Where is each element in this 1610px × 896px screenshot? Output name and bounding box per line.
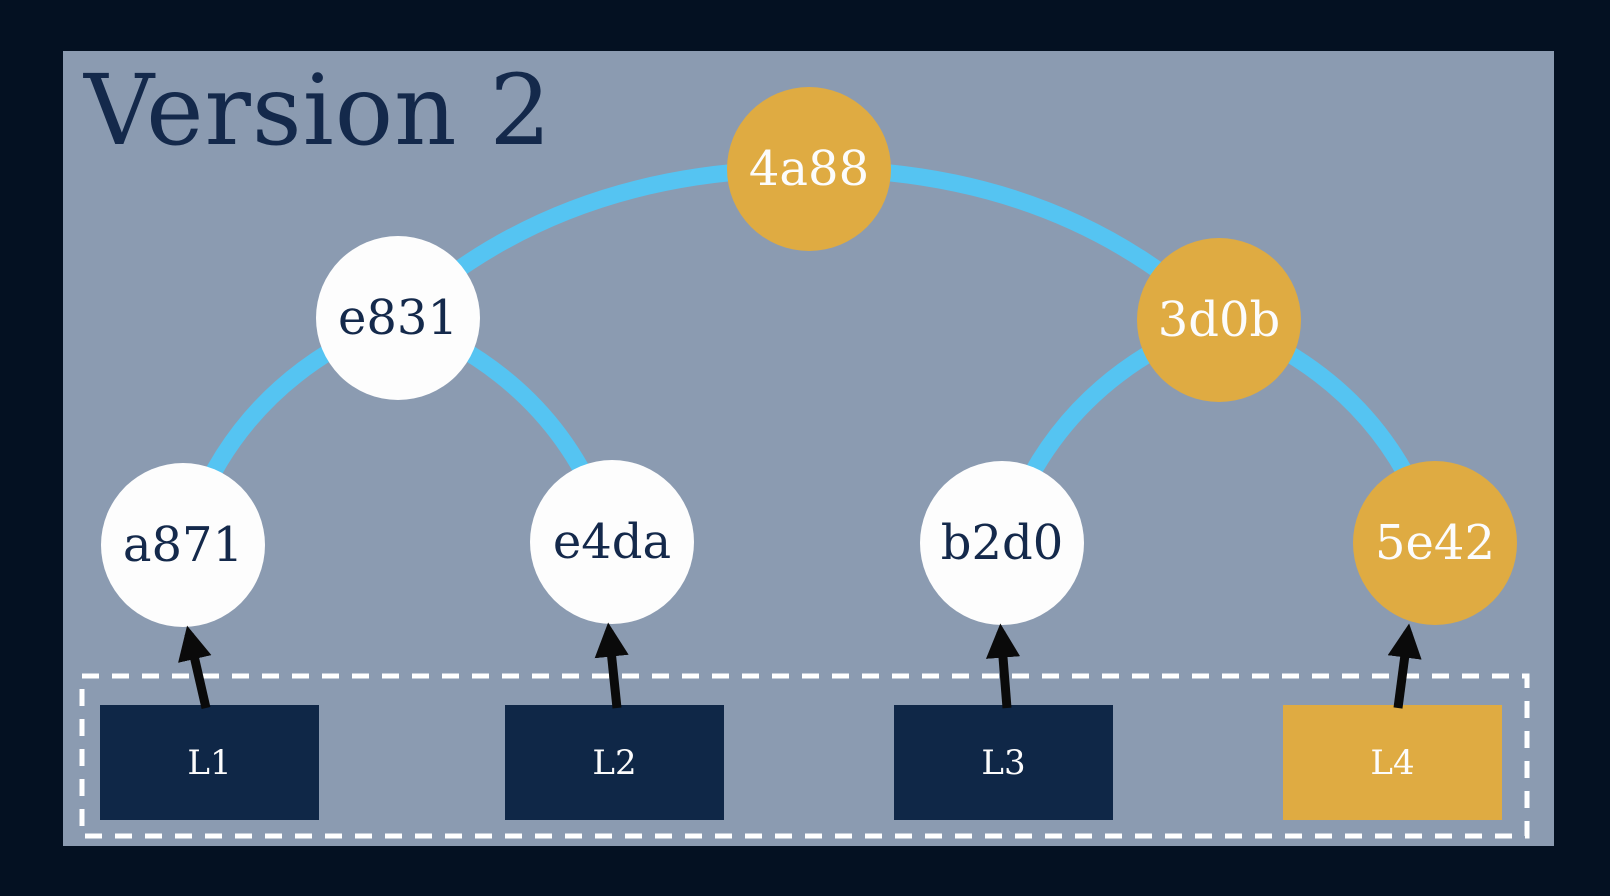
tree-node-5e42: 5e42 [1353, 461, 1517, 625]
tree-node-e831: e831 [316, 236, 480, 400]
leaf-group-outline [79, 673, 1530, 839]
leaf-block-L3: L3 [894, 705, 1113, 820]
leaf-block-L2: L2 [505, 705, 724, 820]
leaf-block-L4: L4 [1283, 705, 1502, 820]
tree-node-4a88: 4a88 [727, 87, 891, 251]
tree-node-3d0b: 3d0b [1137, 238, 1301, 402]
arrow-L1-to-a871 [178, 625, 212, 710]
diagram-title: Version 2 [84, 54, 553, 167]
tree-node-e4da: e4da [530, 460, 694, 624]
arrow-L2-to-e4da [594, 622, 629, 709]
arrow-L4-to-5e42 [1387, 623, 1422, 709]
leaf-block-L1: L1 [100, 705, 319, 820]
arrow-L3-to-b2d0 [985, 623, 1021, 709]
tree-node-b2d0: b2d0 [920, 461, 1084, 625]
tree-node-a871: a871 [101, 463, 265, 627]
